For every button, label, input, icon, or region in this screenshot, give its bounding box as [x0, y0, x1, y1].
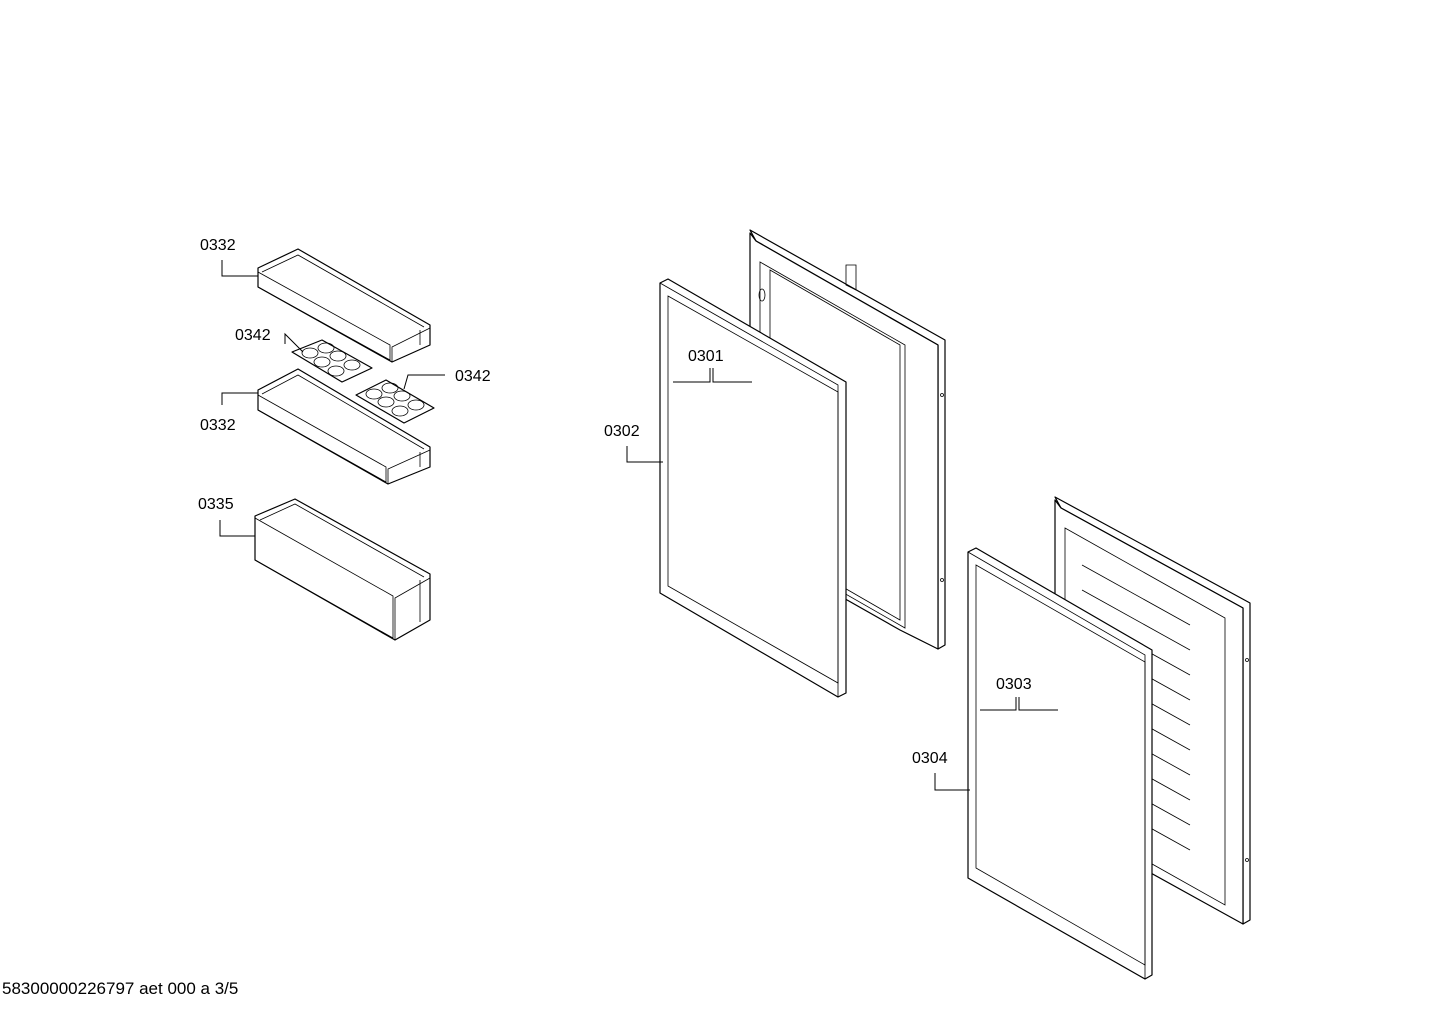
label-0342-left: 0342: [235, 327, 271, 344]
label-0302: 0302: [604, 423, 640, 440]
door-shelf-middle: [257, 368, 431, 485]
label-0342-right: 0342: [455, 368, 491, 385]
label-0332-top: 0332: [200, 237, 236, 254]
door-shelf-top: [257, 248, 431, 363]
label-0301: 0301: [688, 348, 724, 365]
label-0335: 0335: [198, 496, 234, 513]
egg-tray-right: [355, 379, 435, 424]
upper-door-gasket: [659, 278, 847, 698]
leader-lines: [219, 260, 1058, 791]
label-0332-bottom: 0332: [200, 417, 236, 434]
egg-tray-left: [291, 339, 373, 383]
label-0304: 0304: [912, 750, 948, 767]
door-shelf-bottom-deep: [254, 498, 431, 641]
document-footer-code: 58300000226797 aet 000 a 3/5: [2, 979, 239, 998]
lower-door-gasket: [967, 547, 1153, 980]
label-0303: 0303: [996, 676, 1032, 693]
